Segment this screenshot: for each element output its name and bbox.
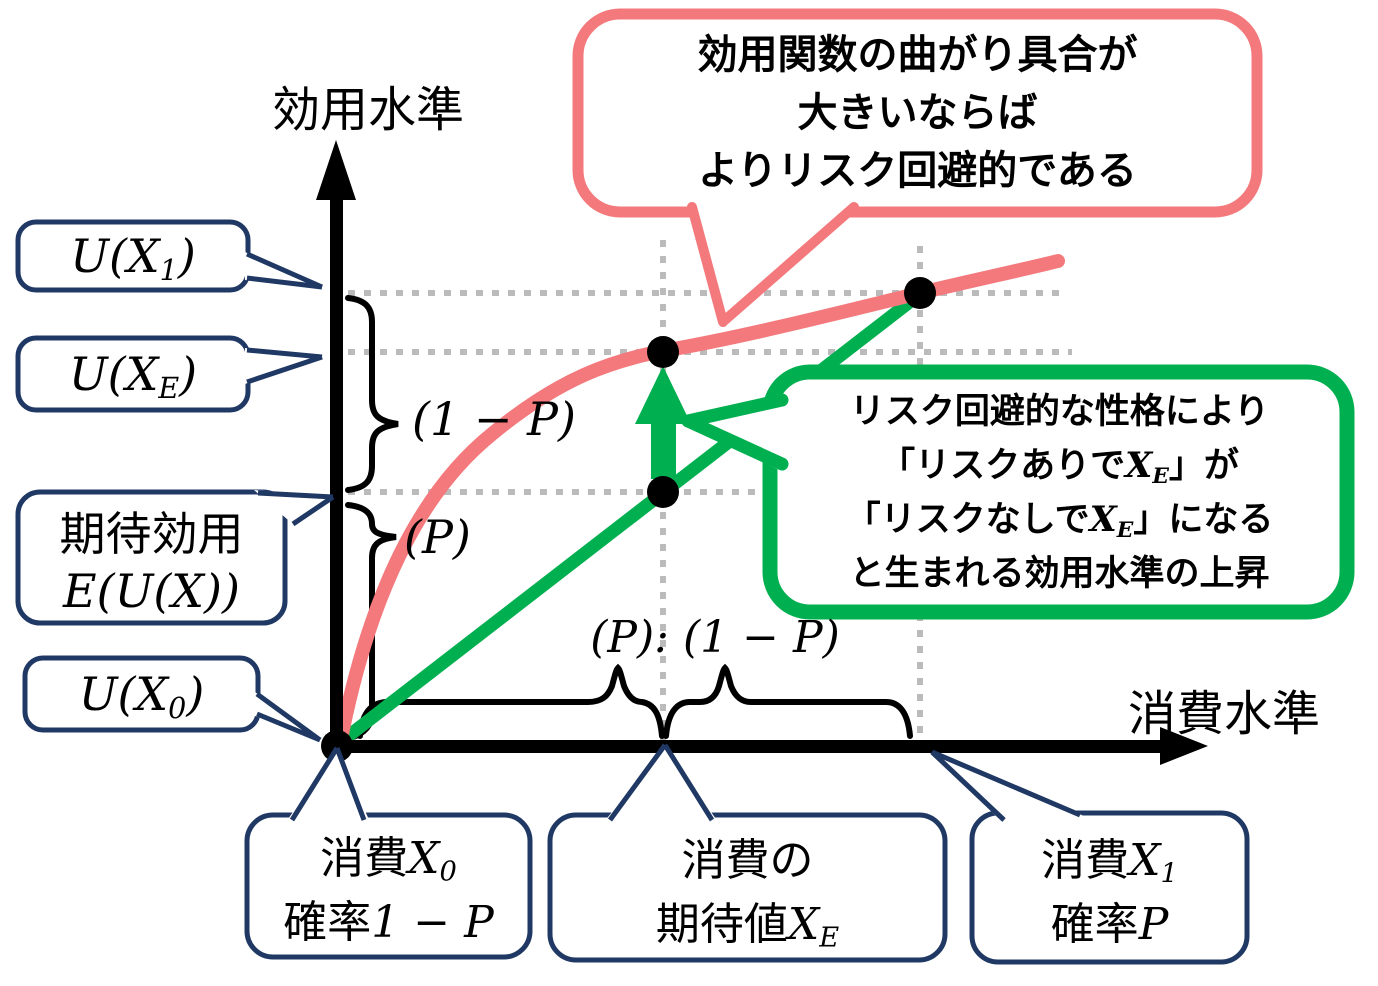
point-expected-utility — [647, 476, 679, 508]
green-bubble-line3-math: X — [1089, 499, 1117, 540]
callout-tail-edge — [255, 691, 322, 743]
callout-tail-expected-utility — [254, 490, 333, 527]
consumption-xe-jp: 期待値 — [655, 899, 788, 949]
y-axis-arrowhead-icon — [316, 140, 356, 200]
callout-tail-edge — [256, 711, 321, 743]
callout-u-xe: U(XE) — [18, 338, 248, 410]
callout-tail-edge — [289, 746, 340, 822]
x-axis-label: 消費水準 — [1128, 688, 1321, 741]
u-x1-pre: U(X — [70, 229, 160, 283]
consumption-xe-sub: E — [819, 922, 840, 954]
brace-x-left — [357, 663, 665, 739]
red-bubble-text: 効用関数の曲がり具合が 大きいならば よりリスク回避的である — [590, 22, 1245, 204]
point-origin-x0 — [321, 730, 353, 762]
consumption-x1-sub: 1 — [1160, 858, 1178, 890]
green-bubble-line2-math: X — [1125, 445, 1153, 486]
point-u-xe — [647, 336, 679, 368]
u-xe-post: ) — [179, 347, 198, 401]
red-bubble-body — [572, 8, 1263, 218]
consumption-x0-sub: 0 — [439, 856, 457, 888]
red-bubble-line2: 大きいならば — [797, 91, 1038, 135]
green-bubble-text: リスク回避的な性格により 「リスクありでXE」が 「リスクなしでXE」になる と… — [784, 382, 1335, 604]
callout-expected-utility: 期待効用 E(U(X)) — [18, 492, 285, 623]
probability-x0-math: 1 − P — [371, 897, 494, 948]
label-one-minus-p: (1 − P) — [412, 392, 576, 446]
data-points — [321, 277, 936, 762]
callout-u-x1: U(X1) — [18, 222, 248, 290]
probability-x1-math: P — [1138, 898, 1169, 950]
green-bubble-line2-sub: E — [1152, 464, 1169, 490]
consumption-x1-math: X — [1129, 834, 1161, 886]
u-x1-post: ) — [177, 229, 196, 283]
callout-tail-consumption-x0 — [286, 748, 370, 822]
callout-tail-edge — [931, 749, 1081, 818]
label-p-ratio: (P): (1 − P) — [590, 612, 840, 663]
red-bubble-tail-edge — [720, 202, 859, 325]
callout-consumption-xe: 消費の 期待値XE — [550, 815, 945, 960]
callout-tail-edge — [607, 743, 668, 822]
u-x1-sub: 1 — [159, 253, 178, 287]
x-axis-arrowhead-icon — [1160, 727, 1208, 765]
green-bubble-line3-sub: E — [1116, 518, 1134, 544]
point-u-x1 — [904, 277, 936, 309]
expected-utility-formula: E(U(X)) — [63, 563, 240, 618]
green-bubble-line4: と生まれる効用水準の上昇 — [849, 554, 1270, 593]
probability-x0-jp: 確率 — [283, 898, 372, 947]
green-bubble-line3-pre: 「リスクなしで — [845, 500, 1090, 539]
green-bubble-line3-post: 」になる — [1133, 500, 1274, 539]
callout-shape-consumption-x0 — [244, 812, 533, 960]
green-bubble-tail-edge — [681, 414, 789, 471]
consumption-xe-math: X — [787, 898, 820, 950]
consumption-x1-jp: 消費 — [1041, 835, 1130, 885]
callout-tail-edge — [662, 743, 715, 822]
callout-tail-consumption-xe — [604, 745, 718, 822]
x-axis-line — [330, 740, 1168, 753]
callout-tail-edge — [257, 490, 334, 500]
callout-consumption-x1: 消費X1 確率P — [972, 813, 1247, 962]
callout-tail-edge — [334, 747, 367, 821]
green-bubble-line1: リスク回避的な性格により — [849, 392, 1270, 431]
u-x0-sub: 0 — [168, 691, 187, 725]
callout-tail-edge — [246, 347, 323, 360]
utility-gain-arrow-icon — [635, 366, 691, 479]
callout-tail-edge — [930, 750, 1006, 822]
red-bubble-line3: よりリスク回避的である — [698, 149, 1137, 193]
navy-callouts — [15, 219, 1250, 965]
expected-utility-caption: 期待効用 — [59, 507, 244, 560]
callout-shape-consumption-xe — [547, 812, 948, 963]
brace-1-minus-p — [345, 295, 399, 493]
callout-shape-expected-utility — [15, 489, 288, 626]
axes — [316, 140, 1208, 765]
consumption-x0-jp: 消費 — [320, 834, 409, 883]
u-xe-sub: E — [158, 371, 180, 405]
label-p: (P) — [404, 510, 471, 564]
callout-consumption-x0: 消費X0 確率1 − P — [247, 815, 530, 957]
callout-tail-edge — [245, 251, 324, 290]
red-bubble-tail — [688, 198, 858, 328]
green-bubble-line2-pre: 「リスクありで — [880, 446, 1126, 485]
consumption-x0-math: X — [408, 833, 440, 884]
y-axis-label: 効用水準 — [272, 84, 465, 137]
callout-tail-edge — [291, 494, 335, 527]
u-xe-pre: U(X — [68, 347, 159, 401]
consumption-xe-line1: 消費の — [681, 835, 814, 885]
green-bubble-line2-post: 」が — [1168, 446, 1239, 485]
probability-x1-jp: 確率 — [1050, 899, 1139, 949]
red-speech-bubble-shape — [572, 8, 1263, 328]
callout-tail-edge — [246, 275, 323, 290]
y-axis-line — [330, 192, 343, 753]
brace-x-right — [663, 663, 913, 739]
callout-tail-edge — [246, 354, 323, 385]
callout-shape-consumption-x1 — [969, 810, 1250, 965]
green-bubble-tail-edge — [681, 393, 789, 428]
red-bubble-line1: 効用関数の曲がり具合が — [697, 33, 1138, 77]
u-x0-post: ) — [186, 667, 205, 721]
u-x0-pre: U(X — [78, 667, 169, 721]
callout-u-x0: U(X0) — [25, 658, 258, 730]
red-bubble-tail-edge — [687, 202, 728, 327]
green-speech-bubble-shape — [681, 364, 1355, 620]
green-bubble-body — [762, 364, 1355, 620]
